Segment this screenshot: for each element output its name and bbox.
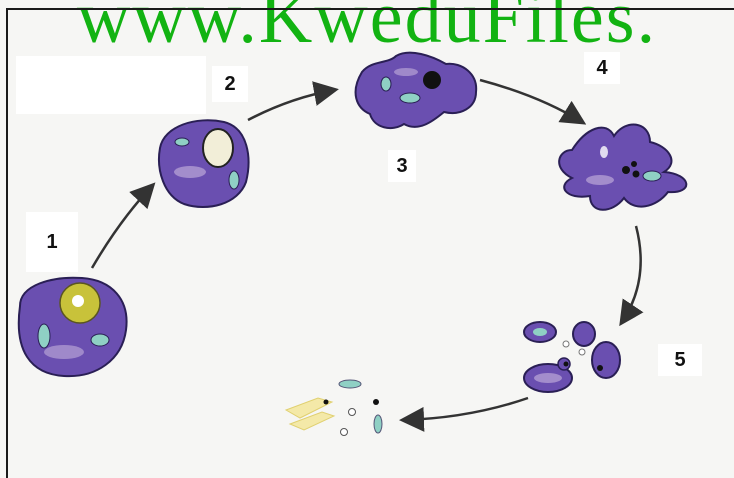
arrow-3-to-4 (480, 80, 582, 122)
cell-stage-2 (159, 120, 248, 207)
stage-label-1: 1 (26, 212, 78, 272)
arrow-1-to-2 (92, 186, 152, 268)
cell-fragments-stage-6 (286, 380, 382, 436)
stage-label-5: 5 (658, 344, 702, 376)
blank-label-box (16, 56, 206, 114)
frame-top-border (6, 8, 734, 10)
arrow-5-to-6 (404, 398, 528, 420)
frame-left-border (6, 8, 8, 478)
arrow-2-to-3 (248, 90, 334, 120)
apoptotic-bodies-stage-5 (524, 322, 620, 392)
cell-stage-1 (19, 278, 127, 376)
stage-label-3: 3 (388, 150, 416, 182)
stage-label-2: 2 (212, 66, 248, 102)
cell-stage-3 (356, 53, 477, 128)
arrow-4-to-5 (622, 226, 641, 322)
cell-stage-4 (559, 125, 686, 210)
